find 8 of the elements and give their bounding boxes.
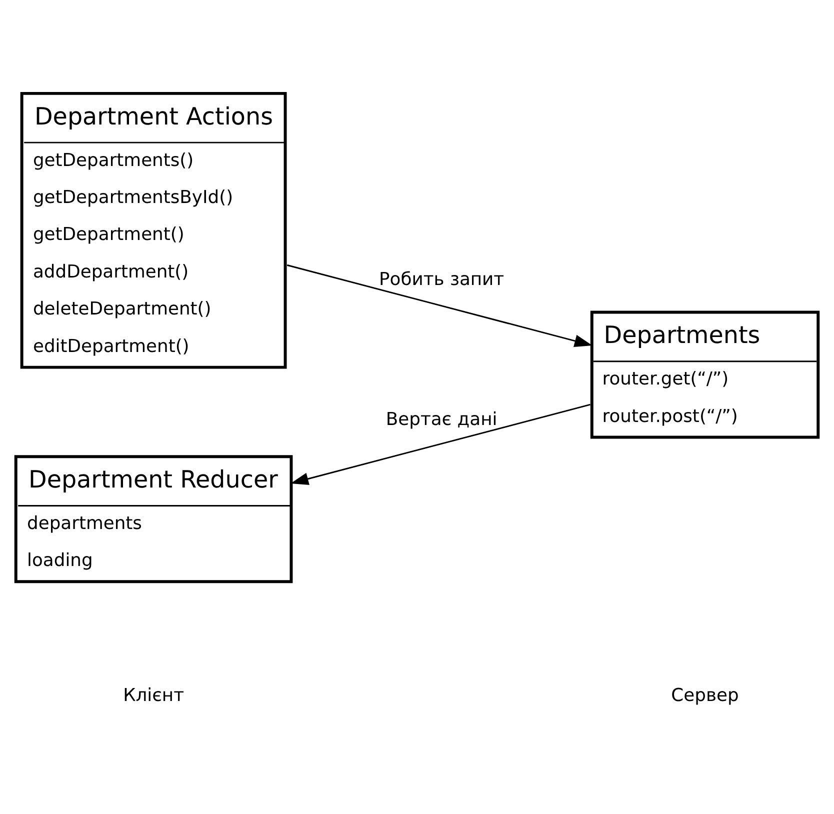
node-box: Department Reducer departments loading xyxy=(14,454,293,583)
arrow xyxy=(286,264,592,346)
node-box: Departments router.get(“/”) router.post(“/”) xyxy=(590,310,820,438)
arrow xyxy=(290,403,590,484)
edge-label: Вертає дані xyxy=(386,408,498,430)
edge-label: Робить запит xyxy=(379,268,504,290)
label: Сервер xyxy=(671,684,739,706)
label: Клієнт xyxy=(123,684,184,706)
